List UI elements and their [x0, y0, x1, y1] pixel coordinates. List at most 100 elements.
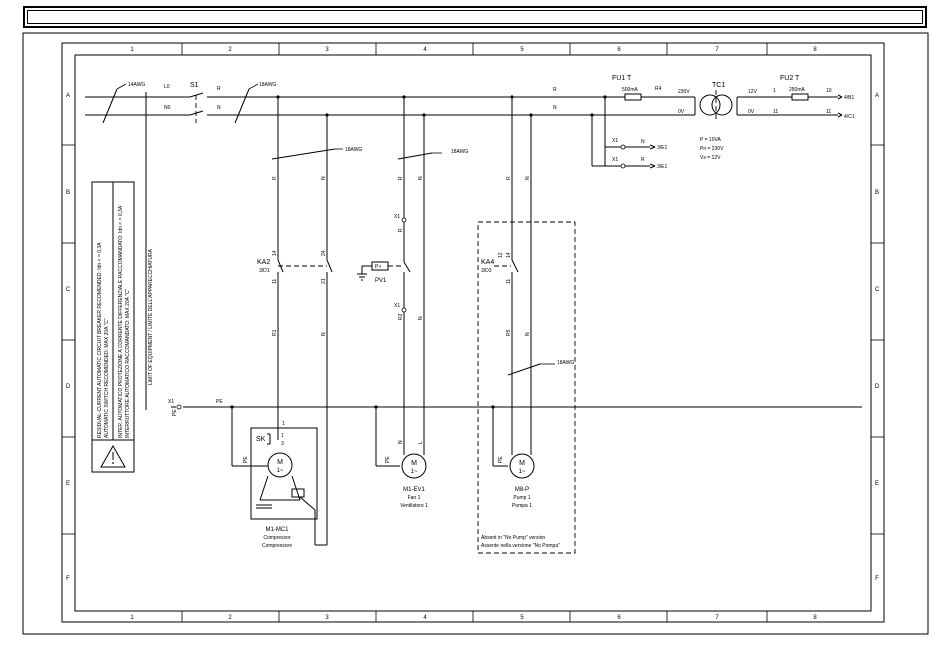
thermal-protector-sk: SK: [256, 436, 266, 443]
pump-note-en: Absent in "No Pump" version: [481, 535, 545, 541]
equipment-limit-text: LIMIT OF EQUIPMENT / LIMITE DELL'APPAREC…: [148, 248, 154, 385]
wire-gauge-18awg: 18AWG: [259, 82, 276, 88]
wire-l-label: L: [418, 441, 424, 444]
wire-r-label: R: [506, 176, 512, 180]
wire-n-label: N: [418, 316, 424, 320]
motor-m: M: [411, 460, 417, 467]
transformer-spec: Pri = 230V: [700, 146, 724, 152]
wire-n-label: N: [321, 176, 327, 180]
ref-3-e1: 3/E1: [657, 145, 668, 151]
wire-10: 10: [826, 88, 832, 94]
warning-text-line: AUTOMATIC SWITCH RECOMENDED: MAX 20A "C": [104, 318, 110, 438]
compressor-label-it: Compressore: [262, 543, 292, 549]
col-label: 8: [813, 47, 817, 53]
col-label: 2: [228, 47, 232, 53]
row-label: E: [875, 481, 879, 487]
terminal-x1-fan-2: [401, 307, 407, 313]
pin-14: 14: [272, 250, 278, 256]
col-label: 1: [130, 47, 134, 53]
wire-gauge-18awg: 18AWG: [557, 360, 574, 366]
label-0v-secondary: 0V: [748, 109, 755, 115]
pin-11: 11: [272, 279, 278, 284]
pump-name: M8-P: [515, 487, 529, 493]
wire-r2-label: R2: [398, 313, 404, 320]
label-n-right: N: [553, 105, 557, 111]
row-label: D: [66, 384, 71, 390]
col-label: 4: [423, 615, 427, 621]
fan-branch: [357, 97, 442, 479]
label-n0: N0: [164, 105, 171, 111]
contactor-ka4: KA4: [481, 259, 494, 266]
supply-lines: [85, 83, 677, 124]
wire-r5-label: R5: [506, 329, 512, 336]
pump-option-box: [477, 221, 576, 554]
col-label: 7: [715, 615, 719, 621]
wire-11-end: 11: [826, 109, 831, 115]
wire-n-label: N: [525, 332, 531, 336]
row-label: D: [875, 384, 880, 390]
label-r: R: [217, 86, 221, 92]
label-230v: 230V: [678, 89, 690, 95]
label-pe-fan: PE: [385, 456, 391, 463]
ref-3-e1: 3/E1: [657, 164, 668, 170]
ref-4-c1: 4/C1: [844, 114, 855, 120]
label-r-right: R: [553, 87, 557, 93]
transformer-tc1: TC1: [712, 82, 725, 89]
outer-frame: [22, 32, 929, 635]
fan-label-en: Fan 1: [408, 495, 421, 501]
row-label: C: [66, 287, 71, 293]
switch-s1: S1: [190, 82, 199, 89]
wire-r-label: R: [272, 176, 278, 180]
label-n: N: [217, 105, 221, 111]
ref-4-b1: 4/B1: [844, 95, 855, 101]
pin-14: 14: [506, 252, 512, 258]
row-label: C: [875, 287, 880, 293]
pump-note-it: Assente nella versione "No Pompa": [481, 543, 560, 549]
motor-m: M: [277, 459, 283, 466]
wire-r-label: R: [398, 228, 404, 232]
wire-gauge-14awg: 14AWG: [128, 82, 145, 88]
wire-gauge-18awg: 18AWG: [345, 147, 362, 153]
wire-1: 1: [773, 88, 776, 94]
col-label: 7: [715, 47, 719, 53]
label-pe: PE: [216, 399, 223, 405]
motor-phase: 1~: [277, 468, 284, 474]
wire-n-label: N: [321, 332, 327, 336]
label-12v: 12V: [748, 89, 758, 95]
pin-21: 21: [321, 278, 327, 284]
contactor-ka2: KA2: [257, 259, 270, 266]
label-pe-small: PE: [172, 409, 178, 416]
pump-branch: [494, 97, 555, 479]
row-label: A: [66, 93, 70, 99]
col-label: 5: [520, 47, 524, 53]
wire-1-label: 1: [282, 421, 285, 427]
contactor-ka2-ref: 3/D1: [259, 268, 270, 274]
inner-frame: [74, 54, 872, 612]
grid-ticks: [62, 43, 884, 622]
row-label: F: [875, 576, 879, 582]
row-label: F: [66, 576, 70, 582]
fuse-fu2: FU2 T: [780, 75, 800, 82]
pin-12: 12: [498, 252, 504, 258]
pe-bus: [171, 404, 862, 467]
warning-text-line: INTER. AUTOMATICO PROTEZIONE A CORRENTE …: [118, 205, 124, 438]
col-label: 3: [325, 615, 329, 621]
pressure-switch-pv1: PV1: [375, 278, 387, 284]
fan-label-it: Ventilatore 1: [400, 503, 428, 509]
label-0v-primary: 0V: [678, 109, 685, 115]
terminal-label-x1: X1: [612, 157, 618, 163]
fuse-fu1-rating: 500mA: [622, 87, 639, 93]
col-label: 2: [228, 615, 232, 621]
fan-name: M1-EV1: [403, 487, 425, 493]
row-label: B: [875, 190, 879, 196]
pin-11: 11: [506, 279, 512, 284]
fuse-fu2-rating: 250mA: [789, 87, 806, 93]
warning-text-line: RESIDUAL-CURRENT AUTOMATIC CIRCUIT BREAK…: [97, 242, 103, 438]
compressor-label-en: Compressor: [263, 535, 291, 541]
wire-r-label: R: [398, 176, 404, 180]
col-label: 4: [423, 47, 427, 53]
warning-text-line: INTERRUTTORE AUTOMATICO RACCOMANDATO: MA…: [125, 289, 131, 438]
sk-pin: 1: [281, 433, 284, 439]
warning-box: [91, 181, 135, 473]
fuse-fu1: FU1 T: [612, 75, 632, 82]
